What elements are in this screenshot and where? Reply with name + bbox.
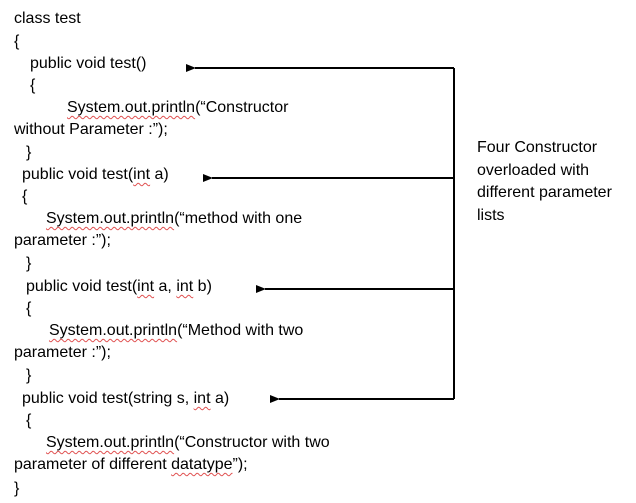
class-close-brace: } <box>14 480 20 497</box>
constructor-3-print-line-1: System.out.println(“Method with two <box>49 321 303 341</box>
param-type: int <box>137 278 155 295</box>
println-call: System.out.println <box>46 210 175 227</box>
param-type: int <box>193 390 211 407</box>
print-arg-suffix: ”); <box>232 456 248 473</box>
constructor-2-print-line-2: parameter :”); <box>14 232 111 249</box>
print-arg: (“Constructor <box>195 99 289 116</box>
signature-suffix: a) <box>210 390 230 407</box>
signature-prefix: public void test( <box>26 278 138 295</box>
constructor-2-open-brace: { <box>22 188 28 205</box>
annotation-line-2: overloaded with <box>477 161 590 179</box>
signature-suffix: b) <box>193 278 212 295</box>
constructor-1-print-line-1: System.out.println(“Constructor <box>67 98 288 118</box>
constructor-3-print-line-2: parameter :”); <box>14 344 111 361</box>
signature-middle: a, <box>154 278 177 295</box>
param-type: int <box>133 166 151 183</box>
annotation-line-3: different parameter <box>477 184 612 201</box>
constructor-1-signature: public void test() <box>30 55 147 72</box>
println-call: System.out.println <box>67 99 196 116</box>
print-arg: (“Constructor with two <box>174 434 330 451</box>
annotation-line-4: lists <box>477 206 505 224</box>
constructor-2-signature: public void test(int a) <box>22 165 169 185</box>
constructor-3-signature: public void test(int a, int b) <box>26 277 212 297</box>
print-arg: (“method with one <box>174 210 303 227</box>
constructor-2-close-brace: } <box>26 255 32 272</box>
annotation-line-1: Four Constructor <box>477 139 598 156</box>
signature-prefix: public void test(string s, <box>22 390 194 407</box>
class-open-brace: { <box>14 33 20 50</box>
constructor-3-open-brace: { <box>26 300 32 317</box>
constructor-4-signature: public void test(string s, int a) <box>22 389 229 409</box>
println-call: System.out.println <box>49 322 178 339</box>
param-type: int <box>176 278 194 295</box>
print-arg: (“Method with two <box>177 322 304 339</box>
signature-suffix: a) <box>150 166 169 183</box>
datatype-word: datatype <box>171 456 233 473</box>
class-declaration: class test <box>14 10 81 27</box>
constructor-2-print-line-1: System.out.println(“method with one <box>46 209 302 229</box>
print-arg-prefix: parameter of different <box>14 456 172 473</box>
overload-annotation: Four Constructor overloaded with differe… <box>477 137 635 227</box>
constructor-1-open-brace: { <box>30 77 36 94</box>
constructor-1-close-brace: } <box>26 144 32 161</box>
constructor-4-print-line-2: parameter of different datatype”); <box>14 455 248 475</box>
signature-prefix: public void test( <box>22 166 134 183</box>
constructor-4-print-line-1: System.out.println(“Constructor with two <box>46 433 330 453</box>
constructor-1-print-line-2: without Parameter :”); <box>14 121 168 138</box>
println-call: System.out.println <box>46 434 175 451</box>
constructor-3-close-brace: } <box>26 367 32 384</box>
constructor-4-open-brace: { <box>26 412 32 429</box>
